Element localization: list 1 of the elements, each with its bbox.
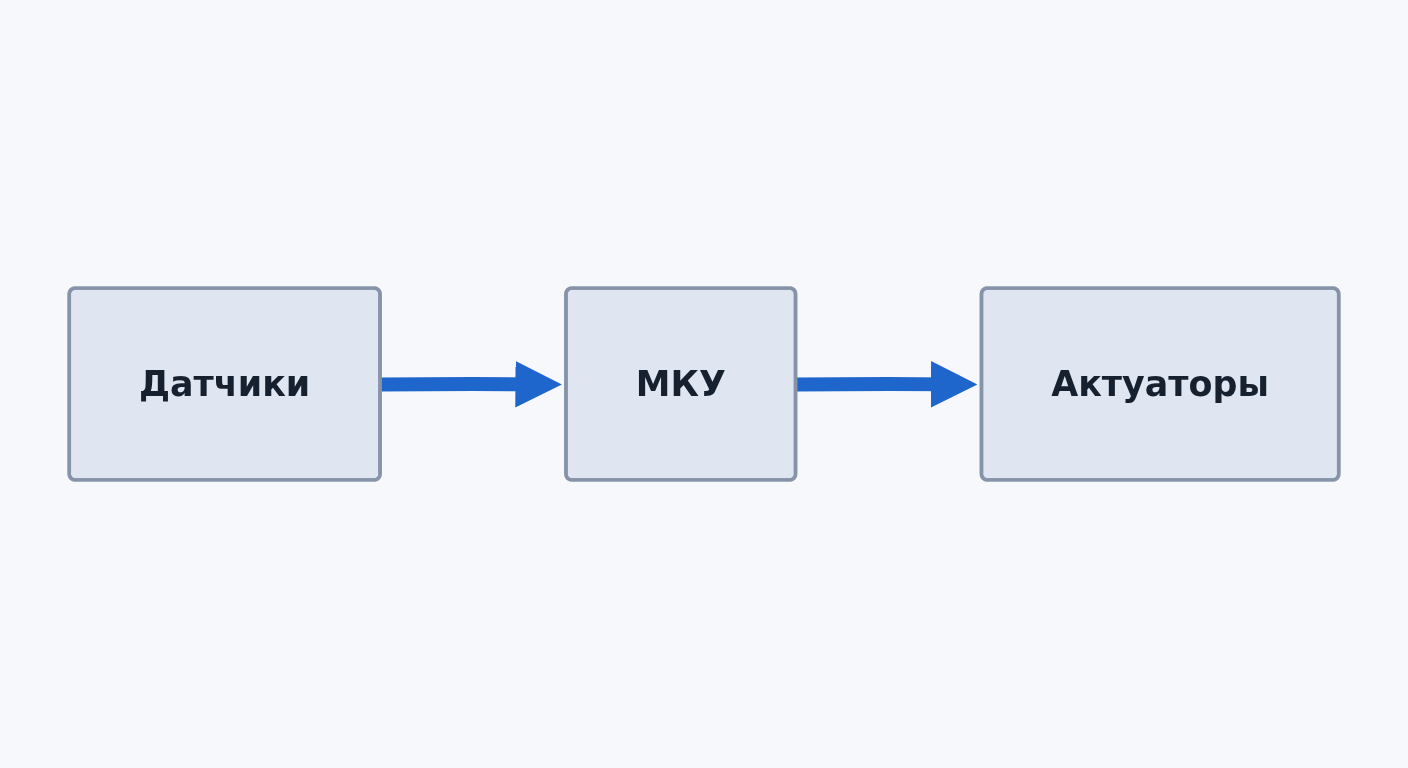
arrow xyxy=(796,361,978,408)
